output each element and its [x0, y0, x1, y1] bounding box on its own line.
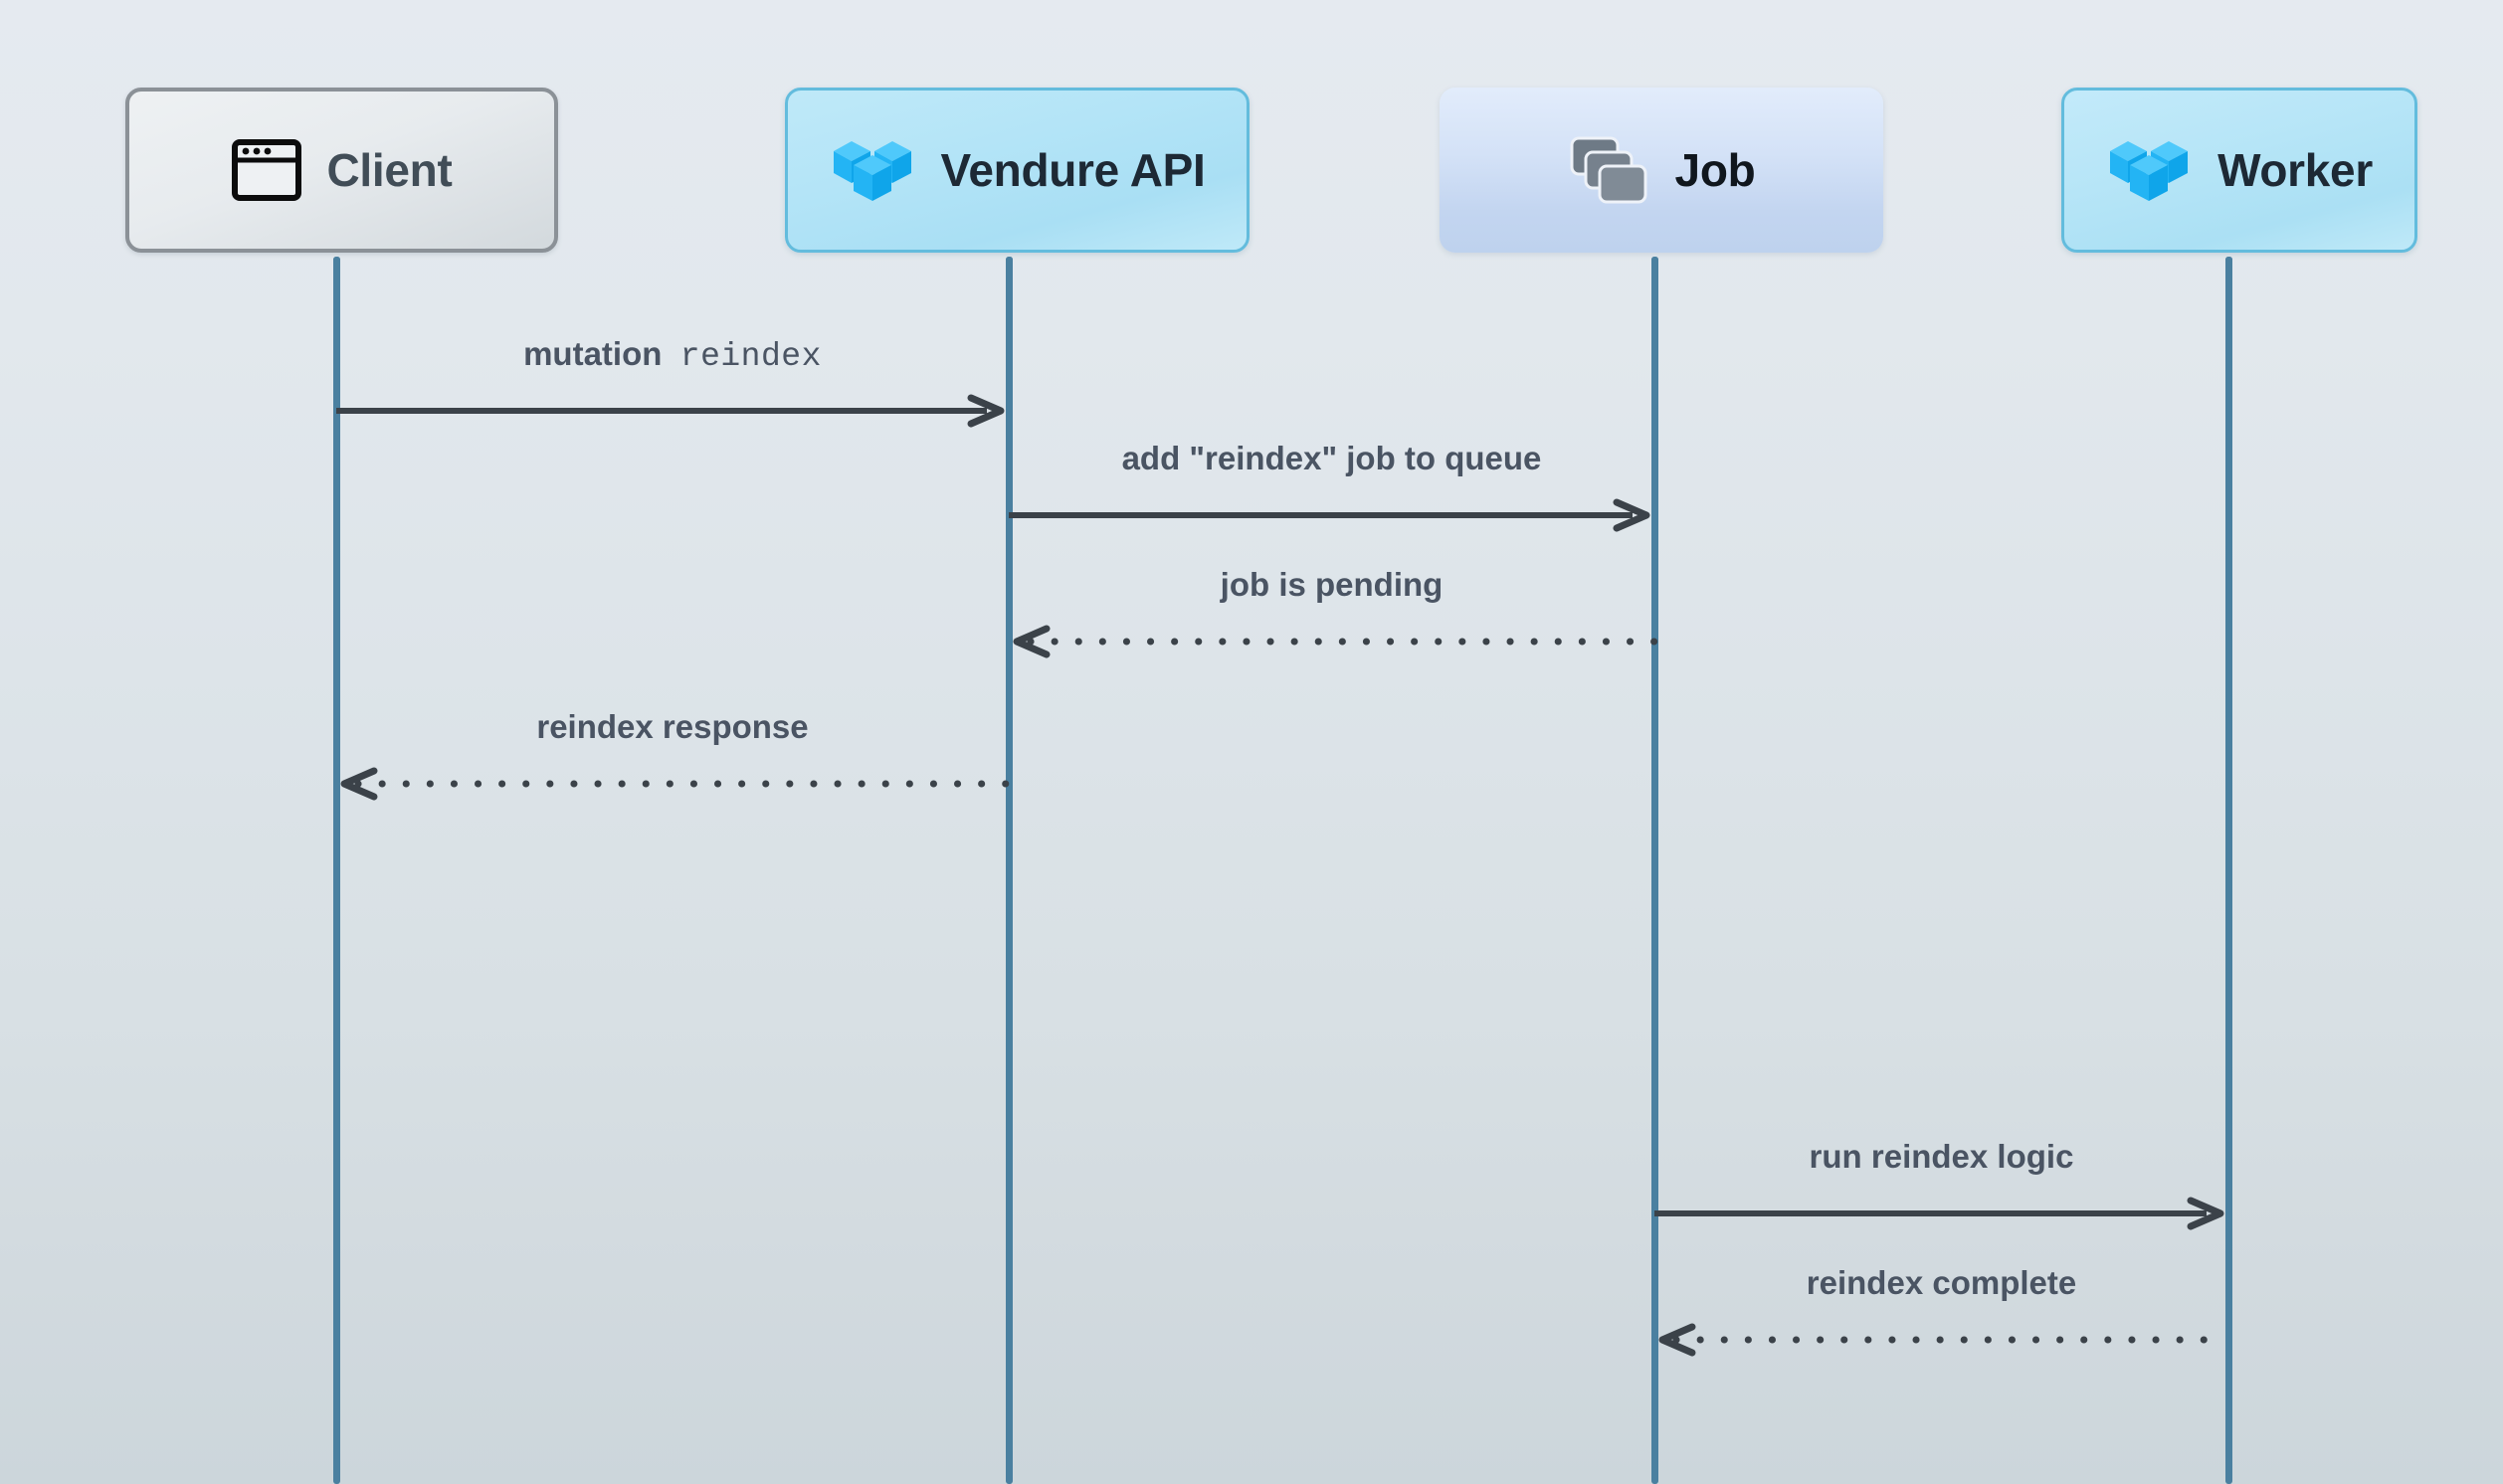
participant-client[interactable]: Client [125, 88, 558, 253]
message-arrow-dotted-backward [1009, 625, 1658, 674]
message-arrow-solid-forward [1009, 498, 1654, 548]
lifeline-job [1651, 257, 1658, 1484]
participant-job[interactable]: Job [1440, 88, 1883, 253]
message-arrow-dotted-backward [336, 767, 1013, 817]
message-reindex-complete: reindex complete [1654, 1264, 2228, 1375]
message-label-run-reindex-logic: run reindex logic [1809, 1138, 2074, 1175]
browser-window-icon [231, 139, 301, 201]
lifeline-vendure-api [1006, 257, 1013, 1484]
message-job-is-pending: job is pending [1009, 566, 1658, 676]
participant-label-vendure-api: Vendure API [940, 144, 1206, 196]
vendure-cubes-icon [2106, 133, 2192, 207]
message-reindex-response: reindex response [336, 708, 1013, 819]
participant-vendure-api[interactable]: Vendure API [785, 88, 1250, 253]
message-label-mono: reindex [679, 338, 822, 375]
message-label-reindex-complete: reindex complete [1806, 1264, 2077, 1301]
message-arrow-dotted-backward [1654, 1323, 2228, 1373]
stacked-cards-icon [1568, 134, 1649, 206]
participant-worker[interactable]: Worker [2061, 88, 2417, 253]
message-mutation-reindex: mutation reindex [336, 335, 1009, 446]
message-label-reindex-response: reindex response [536, 708, 809, 745]
lifeline-worker [2225, 257, 2232, 1484]
vendure-cubes-icon [830, 133, 915, 207]
lifeline-client [333, 257, 340, 1484]
participant-label-client: Client [326, 144, 453, 196]
message-label-job-is-pending: job is pending [1220, 566, 1444, 603]
message-run-reindex-logic: run reindex logic [1654, 1138, 2228, 1248]
participant-label-job: Job [1674, 144, 1756, 196]
message-label-plain: mutation [523, 335, 663, 372]
message-label-mutation-reindex: mutation reindex [336, 335, 1009, 375]
message-arrow-solid-forward [336, 394, 1009, 444]
message-label-add-reindex-job: add "reindex" job to queue [1121, 440, 1542, 476]
message-arrow-solid-forward [1654, 1197, 2228, 1246]
message-add-reindex-job: add "reindex" job to queue [1009, 440, 1654, 550]
participant-label-worker: Worker [2217, 144, 2373, 196]
